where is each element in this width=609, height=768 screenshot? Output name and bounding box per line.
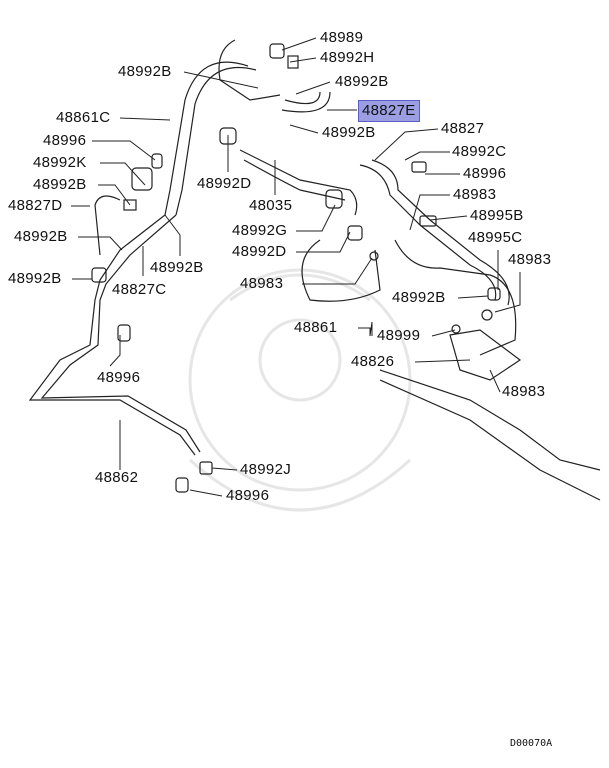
part-label[interactable]: 48862 [95, 469, 139, 486]
part-label[interactable]: 48827 [441, 120, 485, 137]
watermark [188, 268, 412, 512]
drawing-code: D00070A [510, 738, 553, 749]
part-label[interactable]: 48992B [322, 124, 376, 141]
part-label[interactable]: 48992B [118, 63, 172, 80]
part-label[interactable]: 48983 [508, 251, 552, 268]
part-label[interactable]: 48996 [97, 369, 141, 386]
part-label[interactable]: 48992C [452, 143, 507, 160]
part-label[interactable]: 48992J [240, 461, 292, 478]
part-label[interactable]: 48035 [249, 197, 293, 214]
part-label[interactable]: 48992B [14, 228, 68, 245]
part-label[interactable]: 48992K [33, 154, 87, 171]
part-label[interactable]: 48995C [468, 229, 523, 246]
part-label[interactable]: 48983 [502, 383, 546, 400]
part-label[interactable]: 48992D [232, 243, 287, 260]
part-label[interactable]: 48983 [453, 186, 497, 203]
part-label[interactable]: 48995B [470, 207, 524, 224]
fittings [91, 43, 501, 493]
part-label[interactable]: 48996 [226, 487, 270, 504]
part-label[interactable]: 48996 [43, 132, 87, 149]
part-label[interactable]: 48992H [320, 49, 375, 66]
part-label[interactable]: 48992B [8, 270, 62, 287]
hose-lines [28, 39, 601, 501]
highlighted-part-label[interactable]: 48827E [358, 100, 420, 122]
part-label[interactable]: 48827D [8, 197, 63, 214]
part-label[interactable]: 48989 [320, 29, 364, 46]
part-label[interactable]: 48996 [463, 165, 507, 182]
leader-lines [71, 37, 521, 497]
part-label[interactable]: 48992B [392, 289, 446, 306]
part-label[interactable]: 48826 [351, 353, 395, 370]
part-label[interactable]: 48992B [150, 259, 204, 276]
part-label[interactable]: 48992D [197, 175, 252, 192]
part-label[interactable]: 48992G [232, 222, 288, 239]
part-label[interactable]: 48827C [112, 281, 167, 298]
part-label[interactable]: 48992B [33, 176, 87, 193]
part-label[interactable]: 48999 [377, 327, 421, 344]
part-label[interactable]: 48861C [56, 109, 111, 126]
part-label[interactable]: 48983 [240, 275, 284, 292]
part-label[interactable]: 48861 [294, 319, 338, 336]
part-label[interactable]: 48992B [335, 73, 389, 90]
